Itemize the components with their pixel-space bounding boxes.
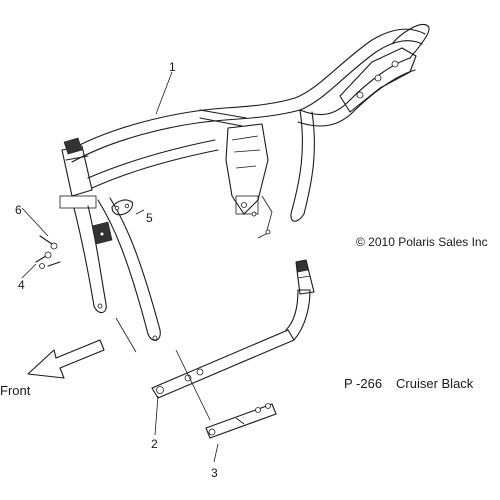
leader-lines [21, 71, 219, 463]
callout-2: 2 [151, 437, 158, 451]
bracket-part-5 [111, 199, 134, 216]
page-code: P -266 [344, 376, 382, 391]
front-direction-arrow [27, 339, 105, 379]
callout-4: 4 [18, 278, 25, 292]
lower-frame-rail-part-2 [151, 259, 315, 399]
lower-link-part-3 [205, 403, 277, 439]
callout-1: 1 [169, 60, 176, 74]
copyright-text: © 2010 Polaris Sales Inc [356, 235, 488, 249]
callout-5: 5 [146, 211, 153, 225]
model-name: Cruiser Black [396, 376, 474, 391]
callout-3: 3 [211, 466, 218, 480]
front-label: Front [0, 383, 31, 398]
bolts-parts-4-6 [35, 235, 61, 269]
main-frame [59, 24, 430, 341]
callout-6: 6 [15, 203, 22, 217]
